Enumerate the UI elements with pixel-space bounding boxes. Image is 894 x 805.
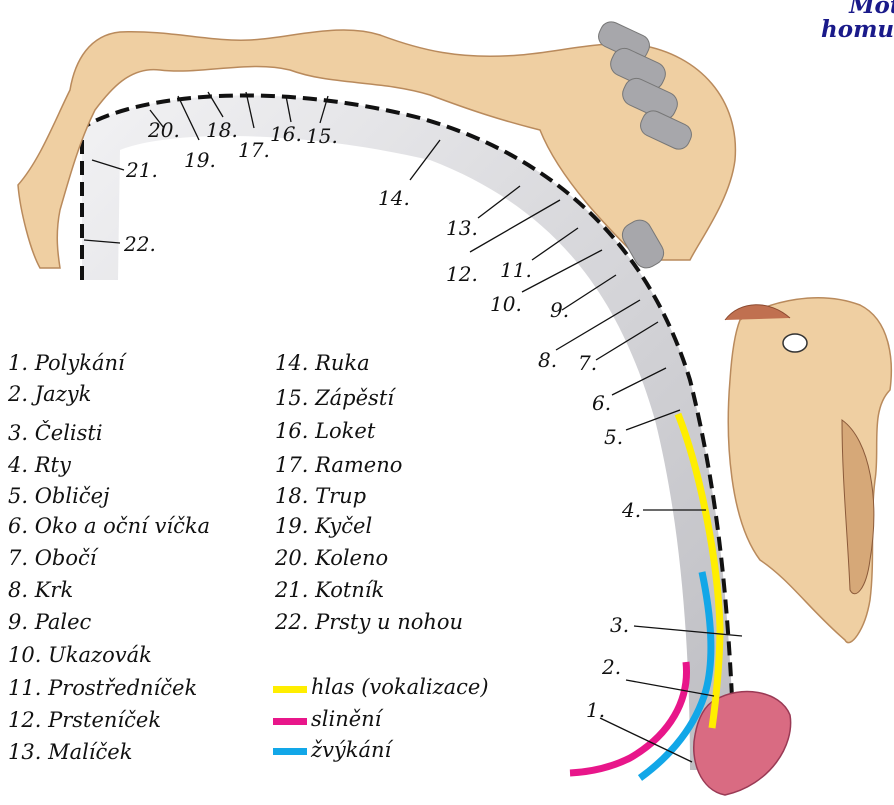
list-item-4: 4. Rty xyxy=(8,455,71,476)
num-5: 5. xyxy=(604,427,623,447)
list-item-12: 12. Prsteníček xyxy=(8,710,161,731)
list-item-20: 20. Koleno xyxy=(275,548,388,569)
title-line-2: homunculus xyxy=(740,18,894,42)
num-10: 10. xyxy=(490,294,522,314)
num-20: 20. xyxy=(148,120,180,140)
diagram-title: Motorický homunculus xyxy=(740,0,894,42)
num-1: 1. xyxy=(586,700,605,720)
legend-label-vocalization: hlas (vokalizace) xyxy=(311,677,489,698)
num-7: 7. xyxy=(578,353,597,373)
list-item-5: 5. Obličej xyxy=(8,486,110,507)
list-item-9: 9. Palec xyxy=(8,612,91,633)
num-14: 14. xyxy=(378,188,410,208)
list-item-8: 8. Krk xyxy=(8,580,73,601)
num-13: 13. xyxy=(446,218,478,238)
list-item-21: 21. Kotník xyxy=(275,580,384,601)
legend-label-salivation: slinění xyxy=(311,709,381,730)
num-22: 22. xyxy=(124,234,156,254)
list-item-3: 3. Čelisti xyxy=(8,423,103,444)
num-11: 11. xyxy=(500,260,532,280)
legend-swatch-vocalization xyxy=(273,686,307,693)
num-8: 8. xyxy=(538,350,557,370)
legend-label-chewing: žvýkání xyxy=(311,740,391,761)
list-item-10: 10. Ukazovák xyxy=(8,645,152,666)
list-item-16: 16. Loket xyxy=(275,421,375,442)
legend-swatch-chewing xyxy=(273,748,307,755)
list-item-11: 11. Prostředníček xyxy=(8,678,197,699)
list-item-13: 13. Malíček xyxy=(8,742,132,763)
list-item-6: 6. Oko a oční víčka xyxy=(8,516,210,537)
num-19: 19. xyxy=(184,150,216,170)
eye xyxy=(783,334,807,352)
num-9: 9. xyxy=(550,300,569,320)
num-17: 17. xyxy=(238,140,270,160)
num-12: 12. xyxy=(446,264,478,284)
list-item-7: 7. Obočí xyxy=(8,548,97,569)
list-item-22: 22. Prsty u nohou xyxy=(275,612,463,633)
list-item-1: 1. Polykání xyxy=(8,353,125,374)
num-3: 3. xyxy=(610,615,629,635)
list-item-2: 2. Jazyk xyxy=(8,384,91,405)
num-21: 21. xyxy=(126,160,158,180)
list-item-14: 14. Ruka xyxy=(275,353,370,374)
num-2: 2. xyxy=(602,657,621,677)
num-6: 6. xyxy=(592,393,611,413)
num-4: 4. xyxy=(622,500,641,520)
list-item-19: 19. Kyčel xyxy=(275,516,372,537)
legend-swatch-salivation xyxy=(273,718,307,725)
list-item-17: 17. Rameno xyxy=(275,455,402,476)
num-15: 15. xyxy=(306,126,338,146)
list-item-18: 18. Trup xyxy=(275,486,366,507)
num-16: 16. xyxy=(270,124,302,144)
list-item-15: 15. Zápěstí xyxy=(275,388,394,409)
num-18: 18. xyxy=(206,120,238,140)
tongue-shape xyxy=(694,692,791,795)
